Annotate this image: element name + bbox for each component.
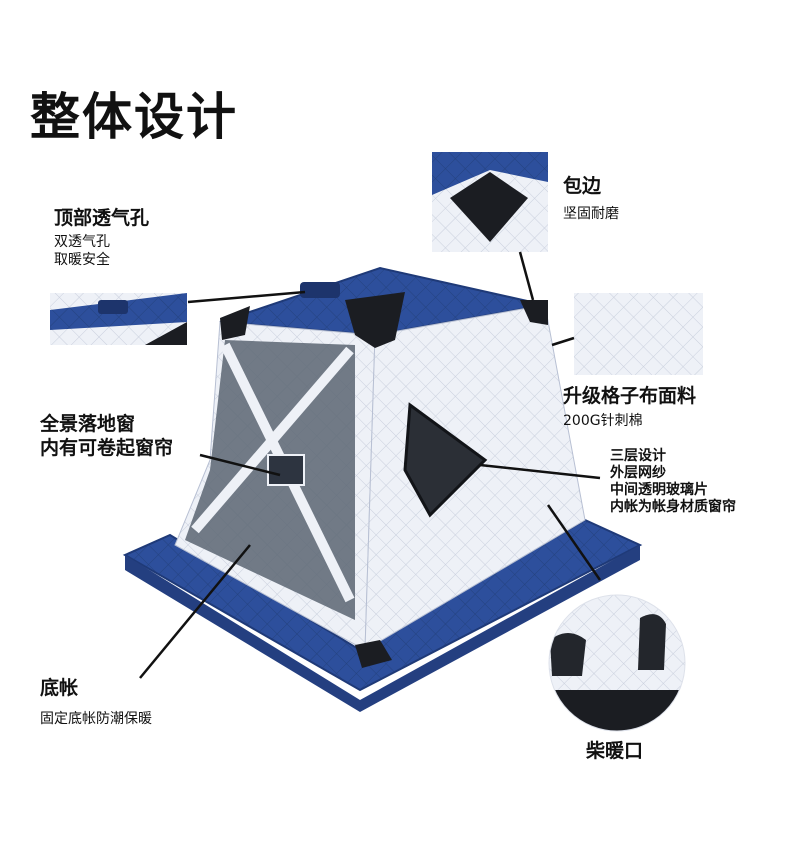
leader-lines	[139, 251, 602, 679]
stove-port-label: 柴暖口	[586, 740, 644, 762]
page-title: 整体设计	[30, 88, 238, 146]
fabric-swatch	[574, 293, 703, 375]
top-vent-desc: 双透气孔 取暖安全	[54, 234, 110, 268]
stove-port-inset	[549, 595, 685, 731]
roof-vent	[300, 282, 340, 298]
edge-desc: 坚固耐磨	[563, 206, 619, 222]
layers-label: 三层设计 外层网纱 中间透明玻璃片 内帐为帐身材质窗帘	[610, 448, 736, 516]
edge-label: 包边	[563, 175, 602, 197]
floor-desc: 固定底帐防潮保暖	[40, 711, 152, 727]
edge-inset	[432, 152, 548, 252]
side-window	[403, 402, 488, 518]
top-vent-label: 顶部透气孔	[54, 207, 150, 229]
window-label: 全景落地窗 内有可卷起窗帘	[40, 413, 174, 459]
top-vent-inset	[50, 293, 187, 345]
tent-right-face	[364, 304, 586, 651]
floor-label: 底帐	[40, 677, 79, 699]
fabric-label: 升级格子布面料	[563, 385, 697, 407]
fabric-desc: 200G针刺棉	[563, 413, 643, 429]
